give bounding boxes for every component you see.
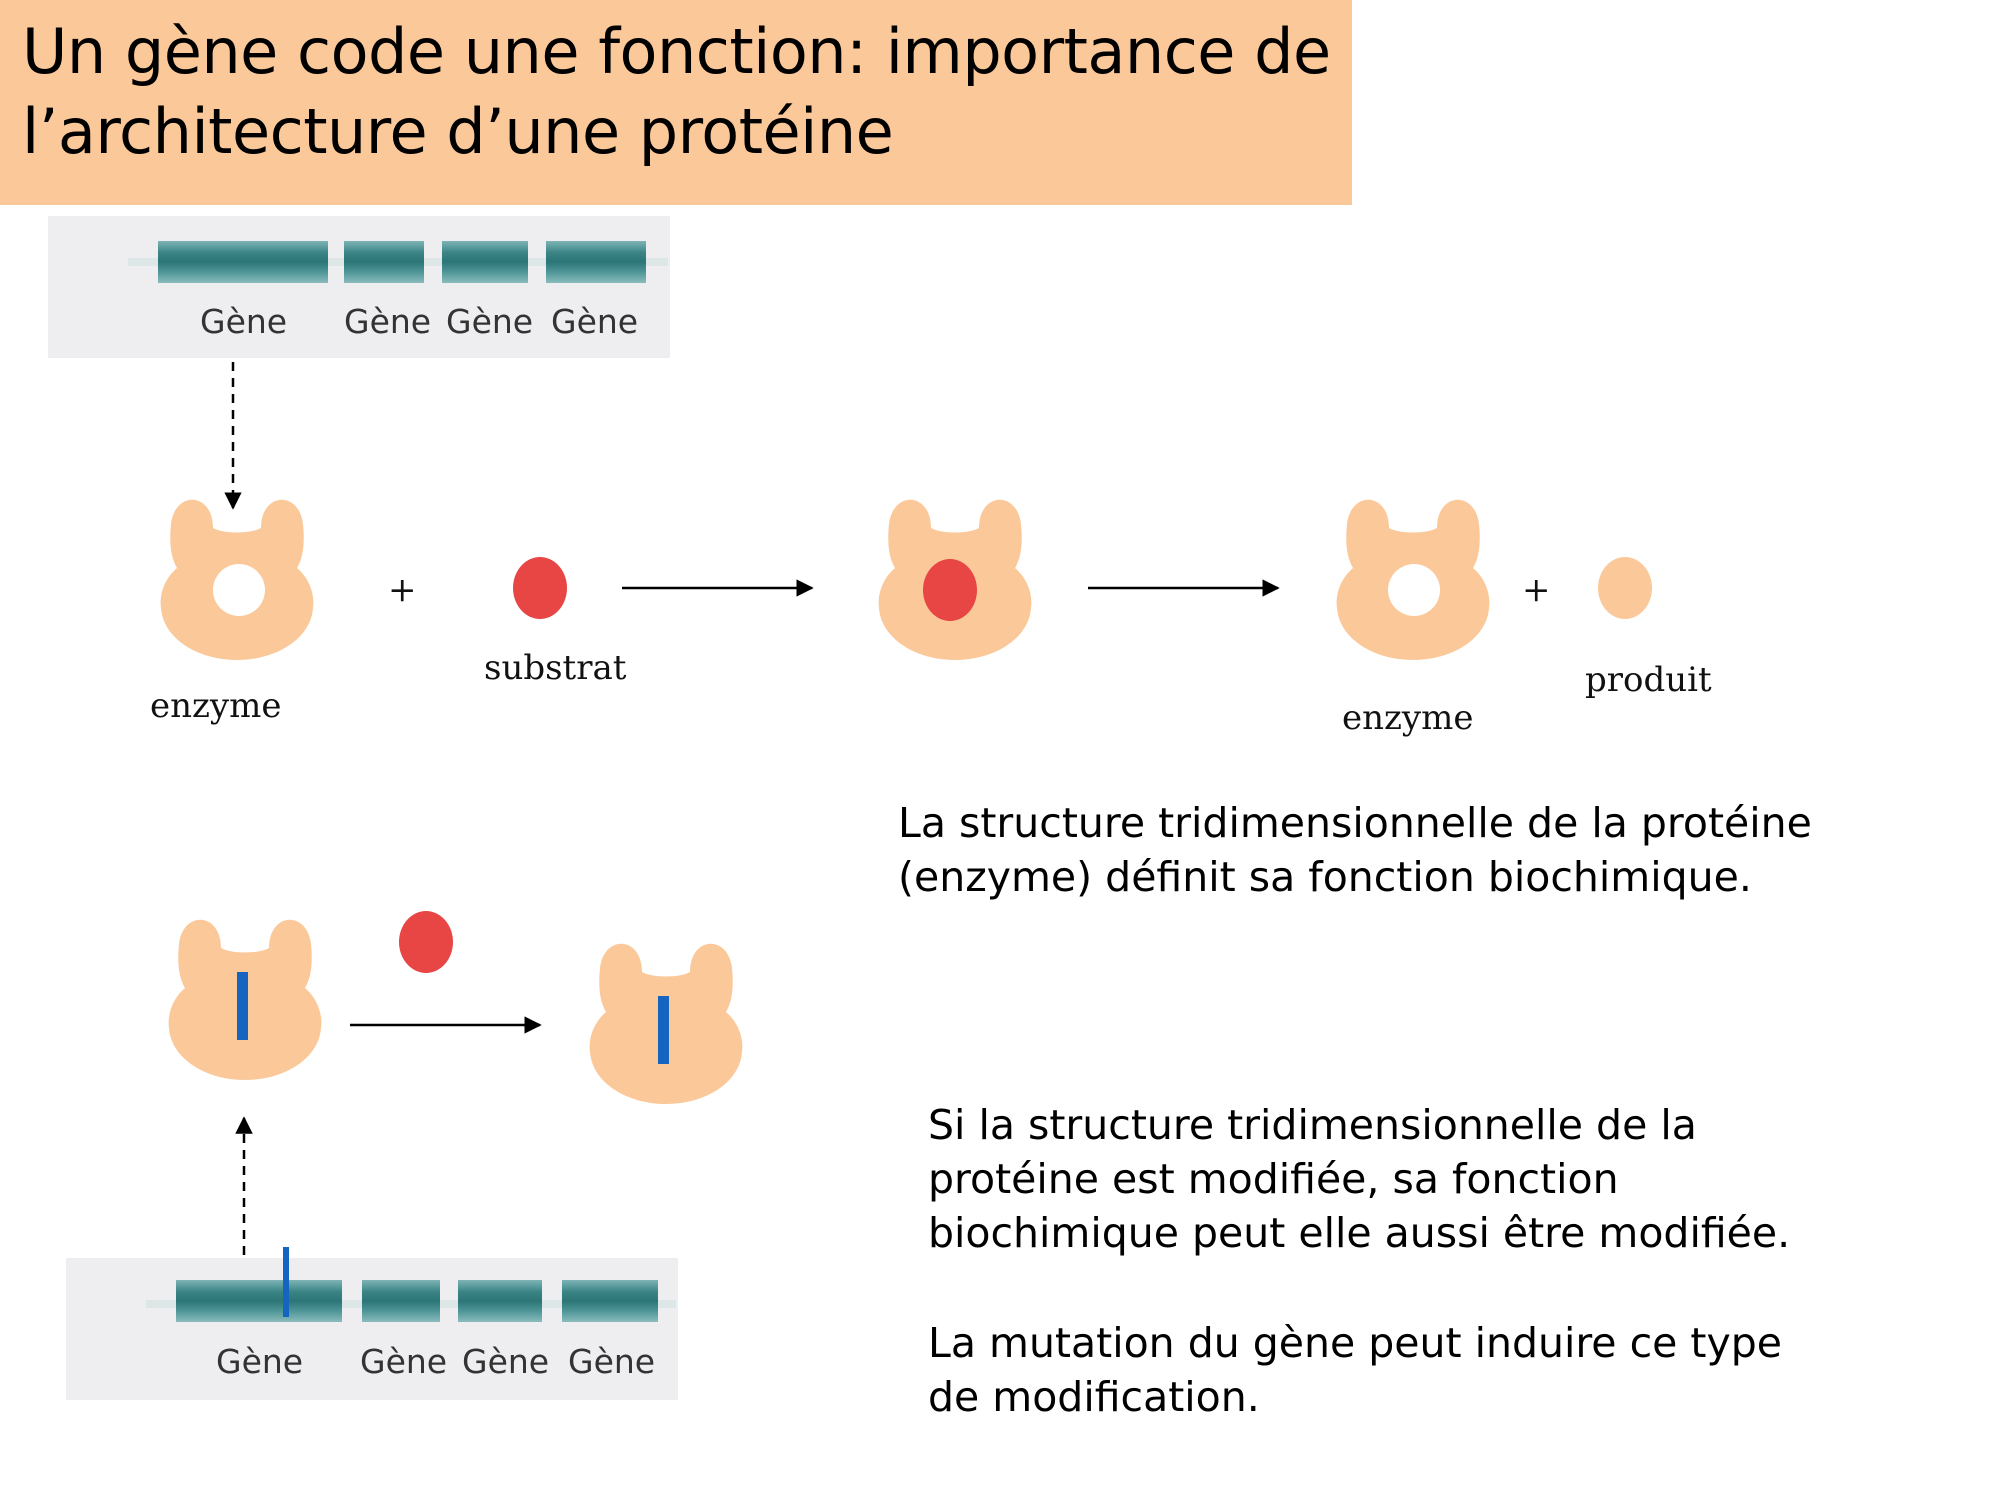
- gene-label: Gène: [216, 1342, 304, 1381]
- gene-strip-bottom: Gène Gène Gène Gène: [66, 1258, 678, 1400]
- substrate-label: substrat: [484, 648, 627, 688]
- gene-band: [562, 1280, 658, 1322]
- title-banner: Un gène code une fonction: importance de…: [0, 0, 1352, 205]
- gene-band: [546, 241, 646, 283]
- gene-band: [344, 241, 424, 283]
- gene-band: [458, 1280, 542, 1322]
- gene-band: [176, 1280, 342, 1322]
- gene-label: Gène: [200, 302, 288, 341]
- plus-sign: +: [388, 570, 417, 610]
- gene-label: Gène: [568, 1342, 656, 1381]
- enzyme-label: enzyme: [1342, 698, 1474, 738]
- bound-substrate-circle: [923, 559, 977, 621]
- gene-label: Gène: [344, 302, 432, 341]
- substrate-circle: [399, 911, 453, 973]
- enzyme-label: enzyme: [150, 686, 282, 726]
- structure-function-text: La structure tridimensionnelle de la pro…: [898, 799, 1812, 901]
- gene-label: Gène: [462, 1342, 550, 1381]
- structure-modified-text: Si la structure tridimensionnelle de la …: [928, 1101, 1791, 1257]
- page-title: Un gène code une fonction: importance de…: [22, 15, 1331, 168]
- product-label: produit: [1585, 660, 1712, 700]
- gene-label: Gène: [360, 1342, 448, 1381]
- gene-band: [442, 241, 528, 283]
- gene-label: Gène: [446, 302, 534, 341]
- gene-band: [362, 1280, 440, 1322]
- gene-strip-top: Gène Gène Gène Gène: [48, 216, 670, 358]
- mutation-mark: [237, 972, 248, 1040]
- mutation-mark: [658, 996, 669, 1064]
- enzyme-active-site: [1388, 564, 1440, 616]
- mutation-text: La mutation du gène peut induire ce type…: [928, 1319, 1782, 1421]
- substrate-circle: [513, 557, 567, 619]
- product-circle: [1598, 557, 1652, 619]
- gene-mutation-mark: [283, 1247, 289, 1317]
- gene-band: [158, 241, 328, 283]
- enzyme-active-site: [213, 564, 265, 616]
- plus-sign: +: [1522, 570, 1551, 610]
- gene-label: Gène: [551, 302, 639, 341]
